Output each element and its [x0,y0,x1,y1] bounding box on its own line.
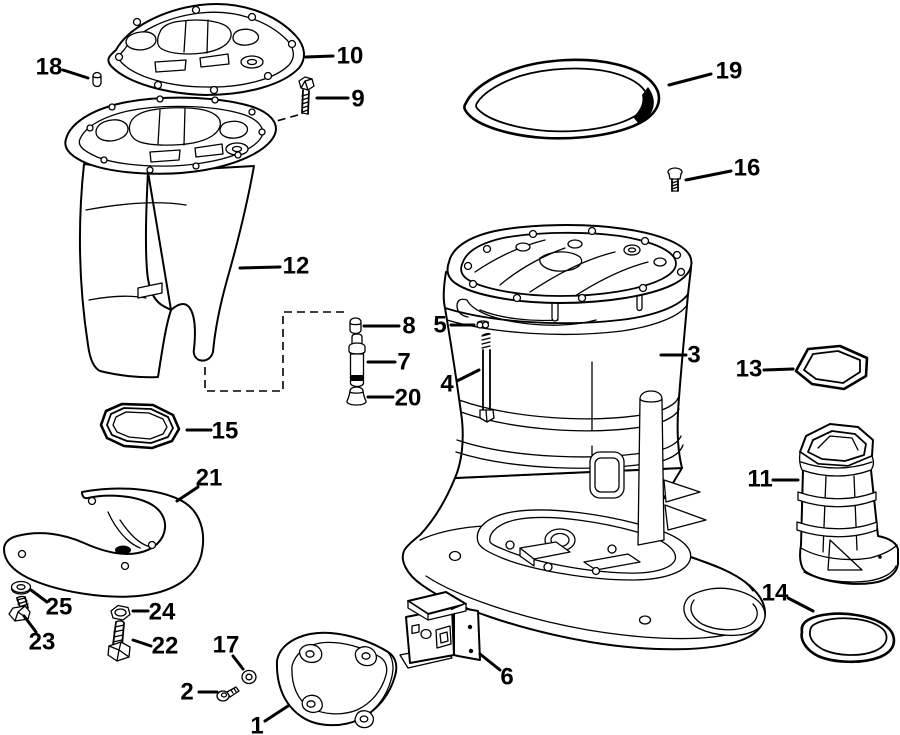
callout-2: 2 [180,679,193,706]
callout-18: 18 [36,54,63,81]
callout-1: 1 [250,713,263,735]
part-upper-seal-ring [463,58,661,140]
part-hex-seal [794,344,869,391]
part-octagonal-seal [99,402,181,450]
part-flange-bolt [265,76,315,125]
callout-3: 3 [687,342,700,369]
callout-15: 15 [212,418,239,445]
leader-line-22 [131,638,153,648]
leader-line-18 [61,68,90,80]
callout-17: 17 [213,632,240,659]
callout-14: 14 [762,580,789,607]
part-screw [667,167,683,192]
callout-19: 19 [716,58,743,85]
part-nut [110,604,131,621]
part-stud [479,332,495,423]
part-bolt [107,620,131,662]
alignment-dashed-line [204,311,344,392]
part-outer-exhaust-housing [401,224,766,651]
part-cap-plug [349,317,362,335]
callout-11: 11 [747,466,772,493]
leader-line-13 [762,367,795,372]
callout-6: 6 [500,664,513,691]
callout-12: 12 [283,253,310,280]
part-exhaust-plate-gasket [107,3,305,96]
part-exhaust-tube [796,423,899,585]
callout-5: 5 [433,312,446,339]
leader-line-14 [786,596,815,613]
callout-20: 20 [395,385,422,412]
leader-line-17 [231,654,245,671]
part-cover-plate [275,631,398,729]
callout-13: 13 [736,356,763,383]
callout-21: 21 [196,465,223,492]
part-deflector-plate [3,487,205,598]
part-dowel-pin [92,71,102,88]
leader-line-1 [263,704,290,723]
leader-line-19 [667,72,713,87]
callout-16: 16 [734,155,761,182]
callout-8: 8 [402,313,415,340]
part-pin-tube [348,333,366,388]
leader-line-23 [22,614,38,634]
leader-line-25 [29,588,49,604]
part-washer-small [241,669,257,685]
callout-23: 23 [29,629,56,656]
callout-24: 24 [149,599,176,626]
part-inner-exhaust-housing [64,95,277,379]
callout-9: 9 [351,86,364,113]
leader-line-16 [684,169,733,182]
leader-line-10 [304,54,335,59]
callout-25: 25 [46,594,73,621]
callout-22: 22 [152,633,179,660]
part-grommet [346,386,367,406]
part-screw-small [216,686,240,702]
leader-line-21 [175,485,200,503]
callout-7: 7 [397,349,410,376]
callout-10: 10 [337,43,364,70]
callout-4: 4 [440,371,454,398]
part-rect-seal [800,612,896,664]
part-clip [476,320,490,329]
leader-line-12 [238,265,282,270]
leader-line-6 [478,652,502,672]
part-washer [10,580,32,595]
leader-line-4 [455,368,481,383]
part-mount-bracket [399,591,481,669]
